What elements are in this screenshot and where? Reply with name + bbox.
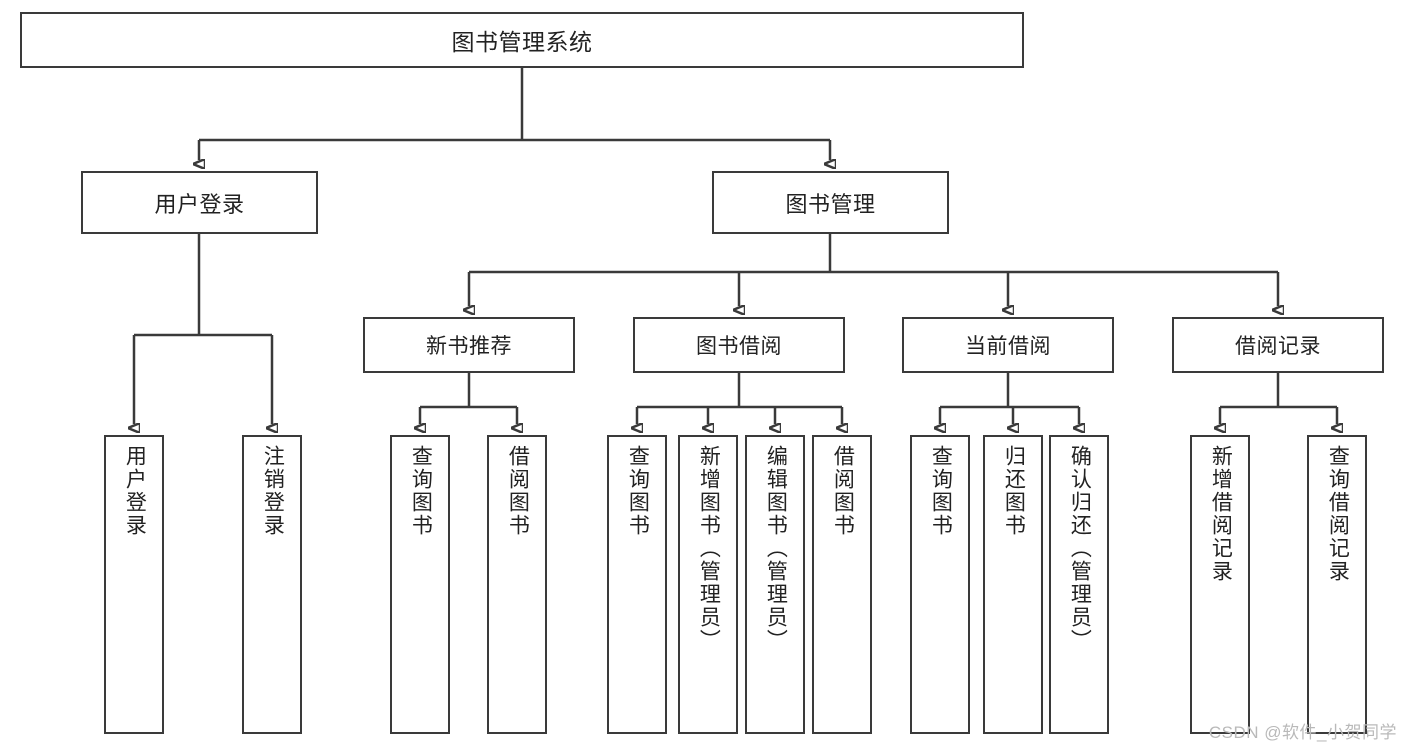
node-current-borrow-label: 当前借阅 [965, 335, 1051, 358]
node-new-book-recommend-label: 新书推荐 [426, 335, 512, 358]
node-leaf-confirm-return[interactable]: 确认归还（管理员） [1049, 435, 1109, 734]
node-leaf-borrow-book-recommend[interactable]: 借阅图书 [487, 435, 547, 734]
node-leaf-user-login[interactable]: 用户登录 [104, 435, 164, 734]
node-leaf-query-book-recommend-label: 查询图书 [409, 445, 433, 537]
node-leaf-add-book[interactable]: 新增图书（管理员） [678, 435, 738, 734]
watermark: CSDN @软件_小贺同学 [1208, 723, 1397, 742]
node-leaf-query-book-current[interactable]: 查询图书 [910, 435, 970, 734]
node-leaf-query-book-recommend[interactable]: 查询图书 [390, 435, 450, 734]
node-leaf-query-book-borrow[interactable]: 查询图书 [607, 435, 667, 734]
node-current-borrow[interactable]: 当前借阅 [902, 317, 1114, 373]
node-leaf-query-book-borrow-label: 查询图书 [626, 445, 650, 537]
node-user-login[interactable]: 用户登录 [81, 171, 318, 234]
node-borrow-record-label: 借阅记录 [1235, 335, 1321, 358]
node-borrow-record[interactable]: 借阅记录 [1172, 317, 1384, 373]
node-leaf-query-borrow-record-label: 查询借阅记录 [1326, 445, 1350, 583]
node-leaf-return-book-label: 归还图书 [1002, 445, 1026, 537]
node-leaf-borrow-book-label: 借阅图书 [831, 445, 855, 537]
node-book-manage[interactable]: 图书管理 [712, 171, 949, 234]
node-leaf-user-login-label: 用户登录 [123, 445, 147, 537]
node-leaf-query-book-current-label: 查询图书 [929, 445, 953, 537]
node-leaf-borrow-book[interactable]: 借阅图书 [812, 435, 872, 734]
node-book-borrow[interactable]: 图书借阅 [633, 317, 845, 373]
node-leaf-edit-book[interactable]: 编辑图书（管理员） [745, 435, 805, 734]
node-root-label: 图书管理系统 [451, 29, 593, 55]
node-book-manage-label: 图书管理 [785, 191, 876, 217]
node-new-book-recommend[interactable]: 新书推荐 [363, 317, 575, 373]
node-leaf-edit-book-label: 编辑图书（管理员） [764, 445, 788, 652]
node-leaf-add-borrow-record-label: 新增借阅记录 [1209, 445, 1233, 583]
node-book-borrow-label: 图书借阅 [696, 335, 782, 358]
node-leaf-query-borrow-record[interactable]: 查询借阅记录 [1307, 435, 1367, 734]
node-leaf-return-book[interactable]: 归还图书 [983, 435, 1043, 734]
node-user-login-label: 用户登录 [154, 191, 245, 217]
node-leaf-add-book-label: 新增图书（管理员） [697, 445, 721, 652]
node-leaf-borrow-book-recommend-label: 借阅图书 [506, 445, 530, 537]
node-leaf-confirm-return-label: 确认归还（管理员） [1068, 445, 1092, 652]
node-leaf-add-borrow-record[interactable]: 新增借阅记录 [1190, 435, 1250, 734]
node-root[interactable]: 图书管理系统 [20, 12, 1024, 68]
node-leaf-user-logout[interactable]: 注销登录 [242, 435, 302, 734]
node-leaf-user-logout-label: 注销登录 [261, 445, 285, 537]
